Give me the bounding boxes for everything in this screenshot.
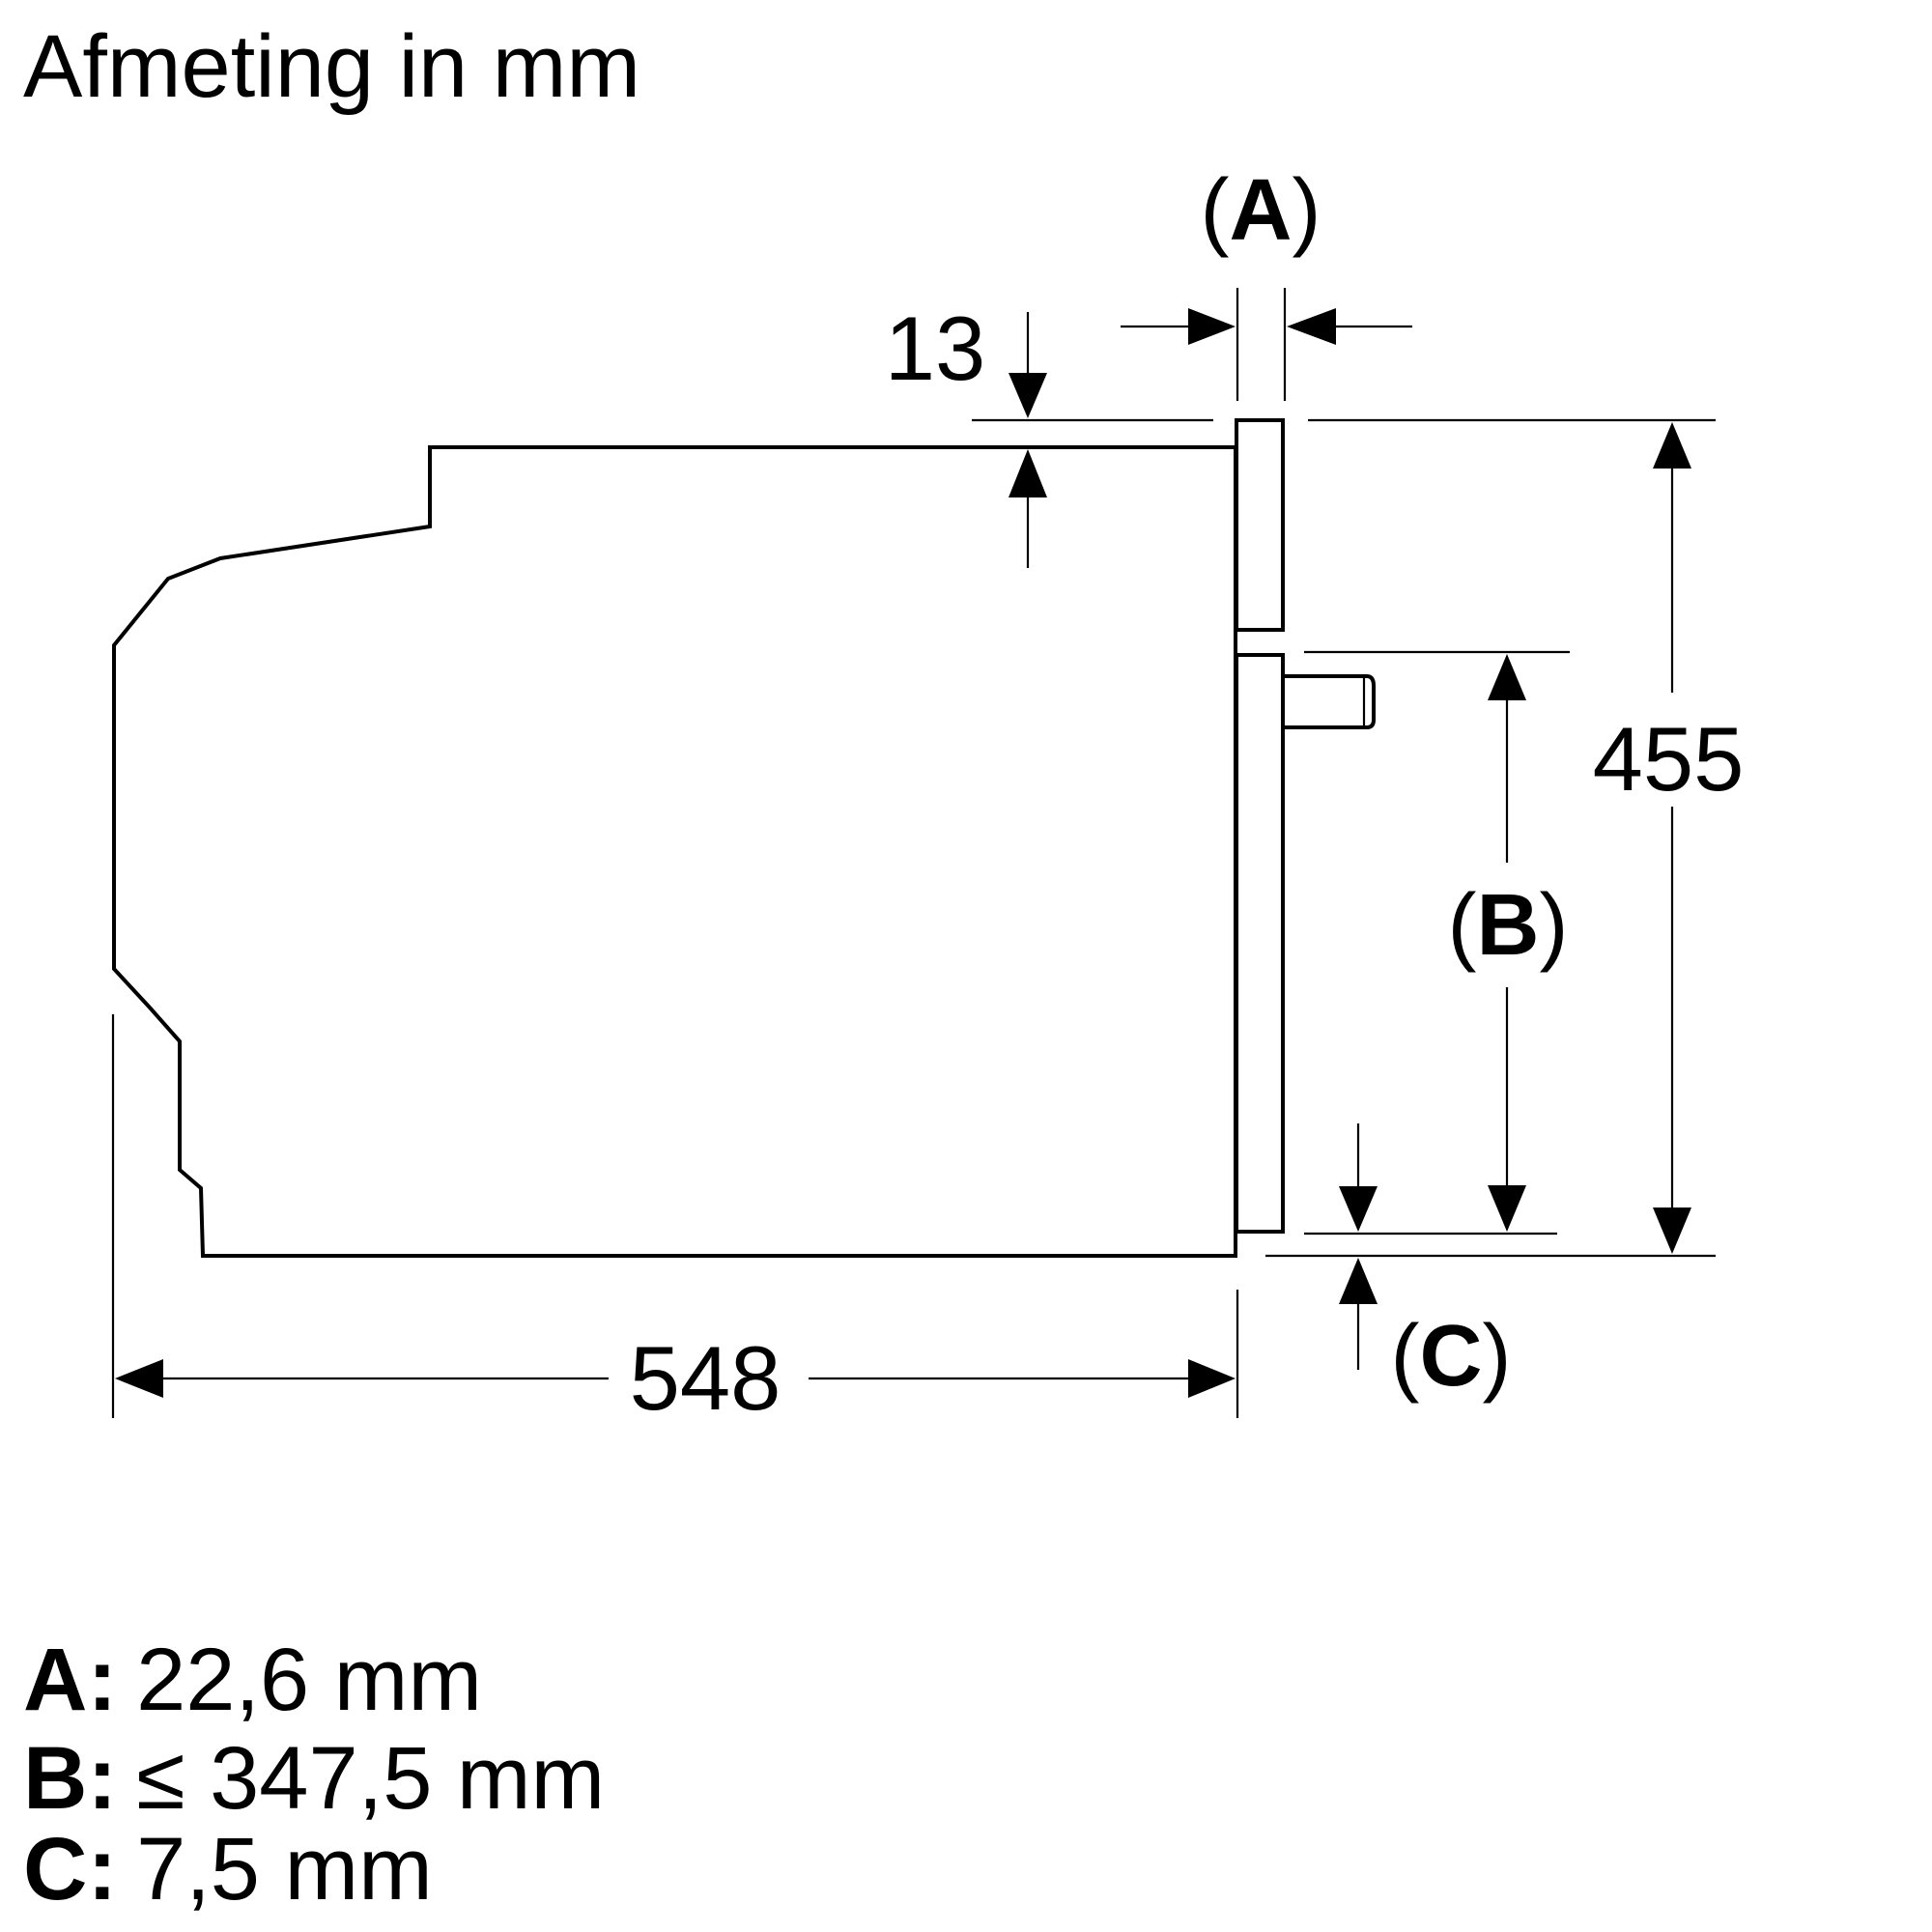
callout-c: (C) xyxy=(1391,1308,1512,1405)
door-lower-panel xyxy=(1235,653,1285,1234)
door-handle xyxy=(1285,674,1376,729)
c-arrow-up xyxy=(1339,1258,1378,1304)
legend-item-c: C:7,5 mm xyxy=(23,1820,433,1918)
c-arrow-down xyxy=(1339,1186,1378,1232)
height-arrow-up xyxy=(1653,422,1691,469)
legend-item-b: B:≤ 347,5 mm xyxy=(23,1729,605,1828)
dimension-depth: 548 xyxy=(630,1327,781,1429)
callout-a: (A) xyxy=(1201,162,1321,259)
b-arrow-up xyxy=(1488,654,1526,700)
appliance-body-outline xyxy=(112,445,1237,1258)
top-offset-arrow-up xyxy=(1009,449,1047,497)
legend-item-a: A:22,6 mm xyxy=(23,1631,482,1729)
a-arrow-left xyxy=(1188,308,1236,345)
depth-arrow-left xyxy=(115,1359,163,1398)
b-arrow-down xyxy=(1488,1185,1526,1232)
top-offset-arrow-down xyxy=(1009,373,1047,418)
door-upper-panel xyxy=(1235,418,1285,632)
a-arrow-right xyxy=(1287,308,1336,345)
callout-b: (B) xyxy=(1448,877,1569,974)
depth-arrow-right xyxy=(1188,1359,1236,1398)
dimension-height: 455 xyxy=(1593,708,1745,810)
dimension-top-offset: 13 xyxy=(885,298,986,399)
height-arrow-down xyxy=(1653,1208,1691,1254)
drawing-title: Afmeting in mm xyxy=(23,17,640,116)
